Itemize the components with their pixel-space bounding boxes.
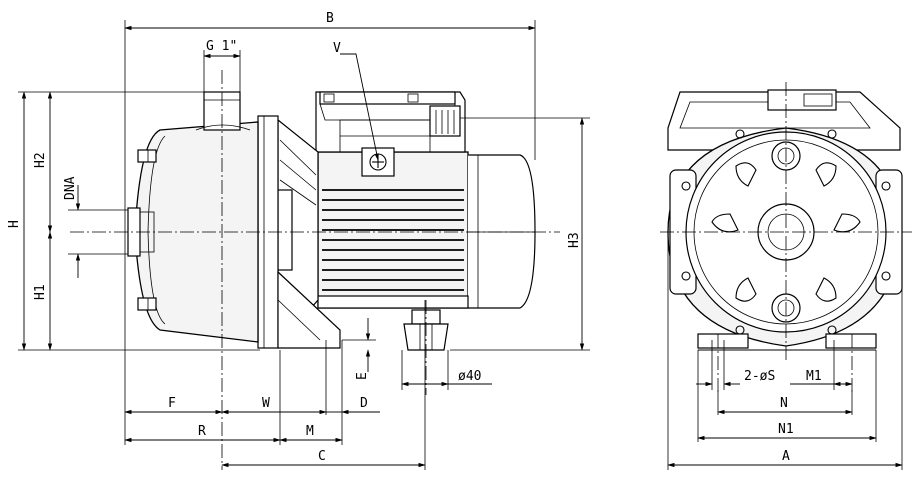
side-view bbox=[70, 70, 560, 470]
support-foot bbox=[403, 309, 449, 351]
dim-label-h: H bbox=[7, 220, 22, 228]
terminal-box bbox=[315, 91, 466, 177]
front-view bbox=[660, 82, 912, 395]
front-dimensions: 2-øS M1 N N1 A bbox=[667, 232, 903, 470]
dim-label-e: E bbox=[355, 372, 370, 380]
dim-label-v: V bbox=[333, 41, 341, 56]
dim-label-m1: M1 bbox=[806, 369, 822, 384]
dim-label-r: R bbox=[198, 424, 206, 439]
pump-casing bbox=[127, 91, 259, 343]
side-dimensions: B G 1" V H H2 H1 DNA H3 E ø40 bbox=[7, 11, 590, 470]
motor-body bbox=[317, 151, 536, 309]
dim-label-h2: H2 bbox=[33, 152, 48, 168]
dim-label-h3: H3 bbox=[567, 232, 582, 248]
dim-label-m: M bbox=[306, 424, 314, 439]
dim-label-s: 2-øS bbox=[744, 369, 775, 384]
dim-label-d: D bbox=[360, 396, 368, 411]
dim-label-d40: ø40 bbox=[458, 369, 481, 384]
dim-label-dna: DNA bbox=[63, 176, 78, 200]
dim-label-n1: N1 bbox=[778, 422, 794, 437]
dim-label-w: W bbox=[262, 396, 270, 411]
dim-label-f: F bbox=[168, 396, 176, 411]
dim-label-n: N bbox=[780, 396, 788, 411]
dim-label-c: C bbox=[318, 449, 326, 464]
dim-label-g: G 1" bbox=[206, 39, 237, 54]
dim-label-b: B bbox=[326, 11, 334, 26]
dim-label-a: A bbox=[782, 449, 790, 464]
dim-label-h1: H1 bbox=[33, 284, 48, 300]
